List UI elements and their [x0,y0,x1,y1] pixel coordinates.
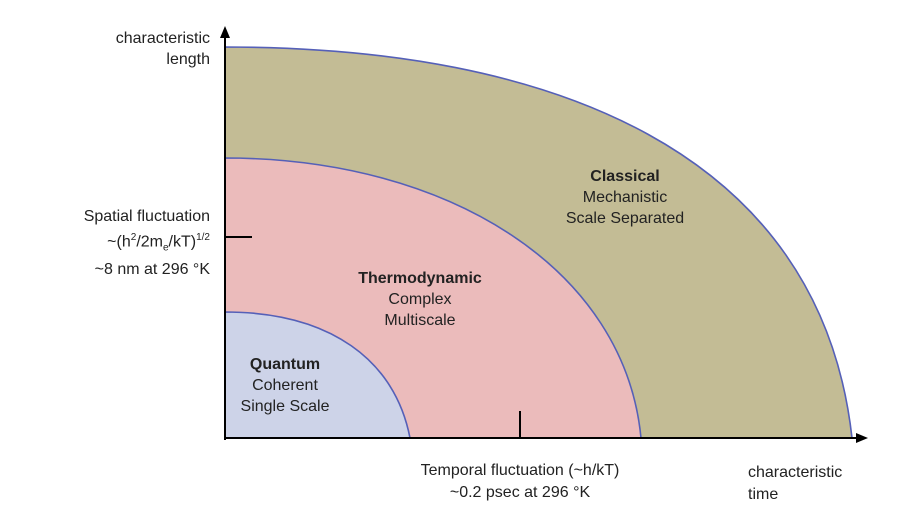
temporal-fluctuation-line2: ~0.2 psec at 296 °K [449,484,591,501]
classical-line2: Scale Separated [565,210,685,227]
quantum-line2: Single Scale [240,398,330,415]
temporal-fluctuation-label: Temporal fluctuation (~h/kT) ~0.2 psec a… [380,460,660,504]
x-axis-label-line2: time [748,486,779,503]
spatial-fluctuation-label: Spatial fluctuation ~(h2/2me/kT)1/2 ~8 n… [20,206,210,280]
spatial-fluctuation-line3: ~8 nm at 296 °K [94,260,210,278]
quantum-line1: Coherent [252,377,318,394]
classical-line1: Mechanistic [582,189,668,206]
x-axis-label-line1: characteristic [748,464,843,481]
x-axis-arrow [856,433,868,443]
quantum-label: Quantum Coherent Single Scale [225,354,345,417]
thermodynamic-line2: Multiscale [384,312,456,329]
thermodynamic-label: Thermodynamic Complex Multiscale [340,268,500,331]
y-axis-label-line2: length [166,51,210,68]
quantum-region [224,311,411,439]
temporal-fluctuation-line1: Temporal fluctuation (~h/kT) [420,462,620,479]
spatial-fluctuation-line1: Spatial fluctuation [83,208,210,225]
quantum-title: Quantum [249,356,321,373]
y-axis-label-line1: characteristic [115,30,210,47]
thermodynamic-title: Thermodynamic [358,270,482,287]
thermodynamic-line1: Complex [388,291,452,308]
spatial-fluctuation-formula: ~(h2/2me/kT)1/2 [107,232,210,254]
classical-label: Classical Mechanistic Scale Separated [540,166,710,229]
y-axis-label: characteristic length [70,28,210,70]
x-axis-label: characteristic time [748,462,888,506]
classical-title: Classical [590,168,660,185]
y-axis-arrow [220,26,230,38]
